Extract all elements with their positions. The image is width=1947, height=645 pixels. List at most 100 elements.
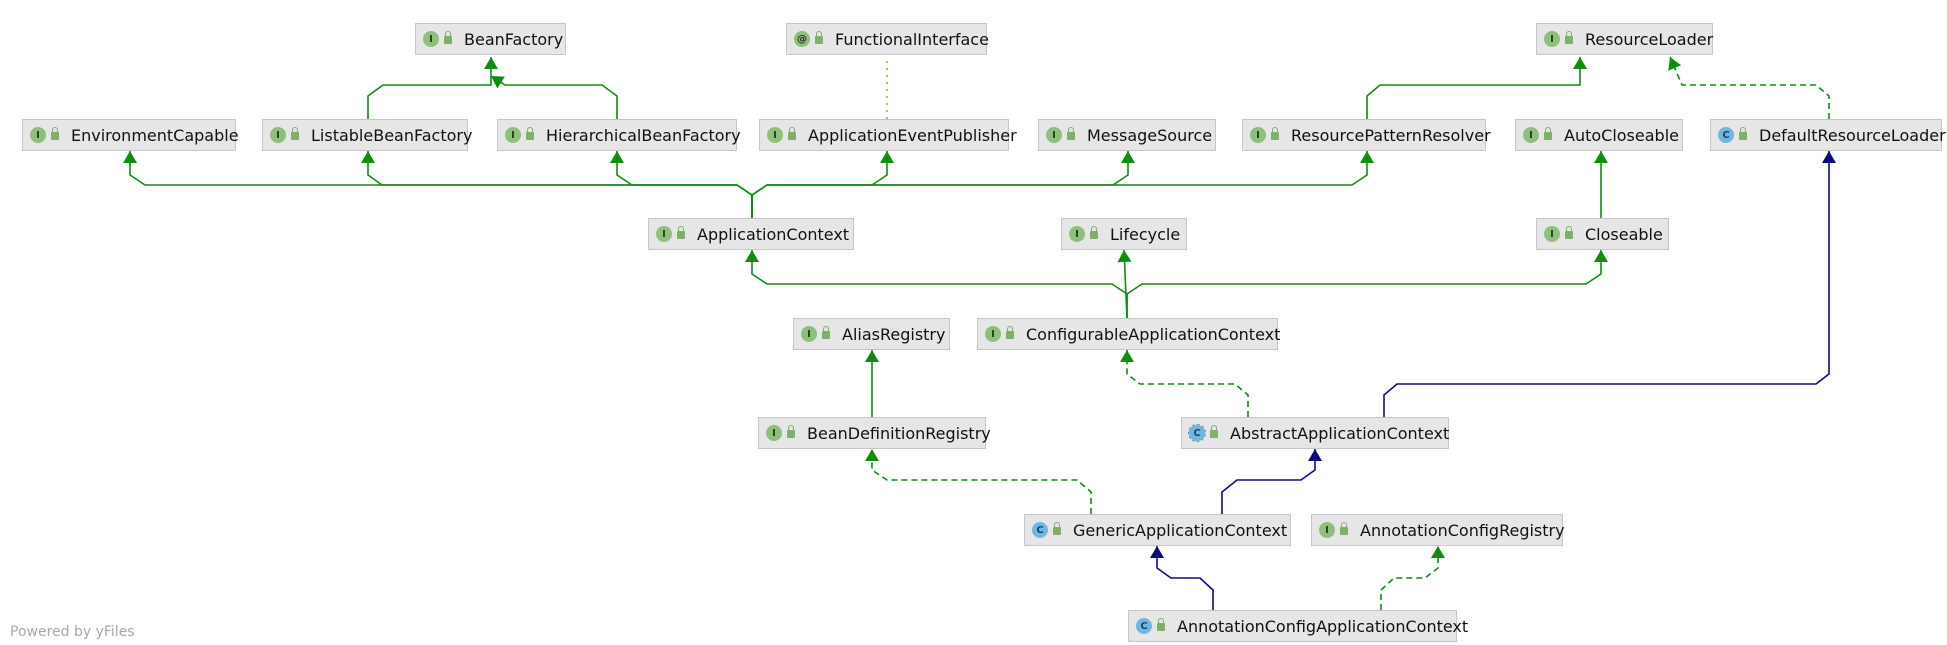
node-label: GenericApplicationContext (1073, 520, 1288, 540)
interface-badge-icon: I (270, 127, 286, 143)
class-badge-icon: C (1136, 618, 1152, 634)
node-label: ResourceLoader (1585, 29, 1714, 49)
interface-badge-icon: I (1544, 31, 1560, 47)
public-visibility-icon (787, 425, 795, 438)
arrowhead-icon (361, 151, 375, 163)
arrowhead-icon (865, 350, 879, 362)
edge-line (751, 151, 1368, 218)
node-listable-bean-factory[interactable]: I ListableBeanFactory (262, 119, 472, 151)
public-visibility-icon (1544, 127, 1552, 140)
arrowhead-icon (1308, 449, 1322, 461)
public-visibility-icon (1006, 326, 1014, 339)
interface-badge-icon: I (801, 326, 817, 342)
public-visibility-icon (1067, 127, 1075, 140)
arrowhead-icon (610, 151, 624, 163)
edge-line (1366, 57, 1581, 119)
public-visibility-icon (788, 127, 796, 140)
public-visibility-icon (1053, 522, 1061, 535)
node-label: ResourcePatternResolver (1291, 125, 1491, 145)
edge-line (616, 151, 753, 218)
arrowhead-icon (745, 250, 759, 262)
interface-badge-icon: I (1319, 522, 1335, 538)
public-visibility-icon (444, 31, 452, 44)
node-label: AnnotationConfigApplicationContext (1177, 616, 1469, 636)
arrowhead-icon (880, 151, 894, 163)
node-annotation-config-application-context[interactable]: C AnnotationConfigApplicationContext (1128, 610, 1468, 642)
node-label: ListableBeanFactory (311, 125, 473, 145)
node-label: HierarchicalBeanFactory (546, 125, 741, 145)
edge-line (751, 250, 1128, 318)
edge-line (1380, 546, 1439, 610)
interface-badge-icon: I (767, 127, 783, 143)
interface-badge-icon: I (1069, 226, 1085, 242)
public-visibility-icon (1565, 31, 1573, 44)
interface-badge-icon: I (1544, 226, 1560, 242)
node-resource-pattern-resolver[interactable]: I ResourcePatternResolver (1242, 119, 1491, 151)
public-visibility-icon (822, 326, 830, 339)
public-visibility-icon (677, 226, 685, 239)
node-generic-application-context[interactable]: C GenericApplicationContext (1024, 514, 1291, 546)
node-label: AutoCloseable (1564, 125, 1679, 145)
arrowhead-icon (1822, 151, 1836, 163)
public-visibility-icon (291, 127, 299, 140)
interface-badge-icon: I (985, 326, 1001, 342)
edge-bean-definition-registry-to-alias-registry (865, 350, 879, 417)
edge-line (1669, 56, 1830, 119)
class-badge-icon: C (1032, 522, 1048, 538)
node-label: Lifecycle (1110, 224, 1181, 244)
edge-configurable-application-context-to-application-context (745, 250, 1128, 318)
edge-annotation-config-application-context-to-annotation-config-registry (1380, 546, 1445, 610)
arrowhead-icon (484, 57, 498, 69)
node-auto-closeable[interactable]: I AutoCloseable (1515, 119, 1683, 151)
node-label: EnvironmentCapable (71, 125, 239, 145)
interface-badge-icon: I (1523, 127, 1539, 143)
edge-application-context-to-hierarchical-bean-factory (610, 151, 753, 218)
annotation-badge-icon: @ (794, 31, 810, 47)
public-visibility-icon (526, 127, 534, 140)
node-label: BeanFactory (464, 29, 564, 49)
arrowhead-icon (1121, 151, 1135, 163)
edge-abstract-application-context-to-default-resource-loader (1383, 151, 1836, 417)
arrowhead-icon (1594, 151, 1608, 163)
node-lifecycle[interactable]: I Lifecycle (1061, 218, 1187, 250)
node-configurable-application-context[interactable]: I ConfigurableApplicationContext (977, 318, 1281, 350)
node-label: ConfigurableApplicationContext (1026, 324, 1281, 344)
edge-line (1383, 151, 1830, 417)
edge-generic-application-context-to-bean-definition-registry (865, 449, 1092, 514)
node-functional-interface[interactable]: @FunctionalInterface (786, 23, 989, 55)
edge-line (1221, 449, 1316, 514)
edge-line (1126, 250, 1602, 318)
public-visibility-icon (1157, 618, 1165, 631)
public-visibility-icon (1565, 226, 1573, 239)
edge-abstract-application-context-to-configurable-application-context (1120, 350, 1249, 417)
node-resource-loader[interactable]: I ResourceLoader (1536, 23, 1713, 55)
public-visibility-icon (1090, 226, 1098, 239)
interface-badge-icon: I (1250, 127, 1266, 143)
arrowhead-icon (123, 151, 137, 163)
edge-annotation-config-application-context-to-generic-application-context (1150, 546, 1214, 610)
edge-line (1156, 546, 1214, 610)
arrowhead-icon (1668, 57, 1682, 71)
node-label: BeanDefinitionRegistry (807, 423, 991, 443)
public-visibility-icon (815, 31, 823, 44)
public-visibility-icon (1271, 127, 1279, 140)
edge-hierarchical-bean-factory-to-bean-factory (490, 75, 618, 119)
interface-badge-icon: I (656, 226, 672, 242)
arrowhead-icon (1117, 250, 1132, 263)
edge-line (367, 57, 492, 119)
edge-line (490, 75, 618, 119)
node-label: DefaultResourceLoader (1759, 125, 1946, 145)
